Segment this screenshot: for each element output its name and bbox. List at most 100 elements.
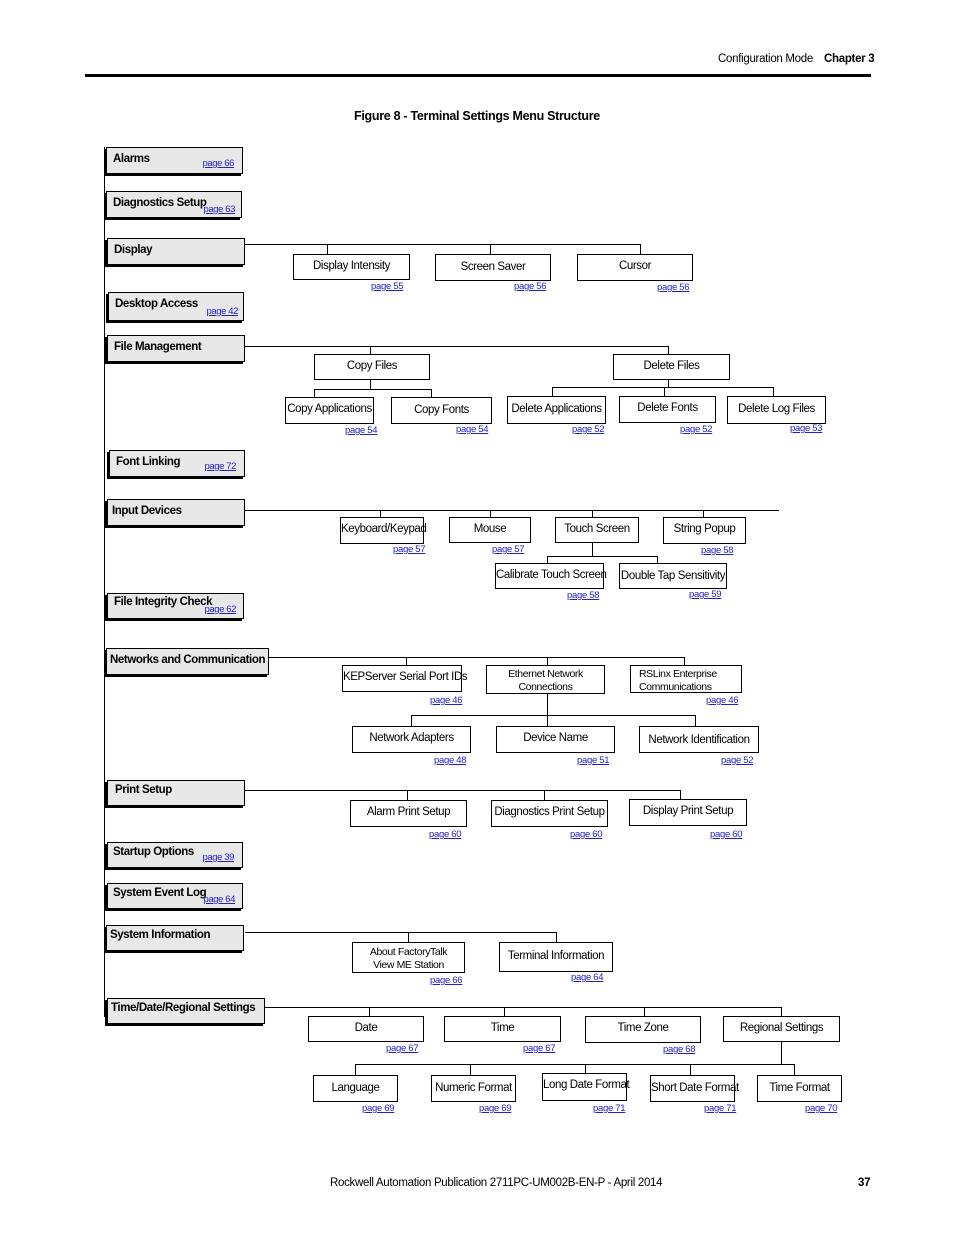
item-language[interactable]: Language <box>313 1075 398 1102</box>
item-label: Ethernet Network Connections <box>508 668 583 693</box>
page-link[interactable]: page 69 <box>479 1103 512 1114</box>
page-link[interactable]: page 60 <box>710 829 743 840</box>
menu-diagnostics-setup[interactable]: Diagnostics Setup page 63 <box>106 191 242 218</box>
item-delete-applications[interactable]: Delete Applications <box>507 396 606 424</box>
page-link[interactable]: page 39 <box>202 852 234 863</box>
item-touch-screen[interactable]: Touch Screen <box>555 517 639 543</box>
item-kepserver-serial-port-ids[interactable]: KEPServer Serial Port IDs <box>342 665 468 692</box>
item-calibrate-touch-screen[interactable]: Calibrate Touch Screen <box>495 563 607 589</box>
item-copy-fonts[interactable]: Copy Fonts <box>391 397 492 424</box>
page-link[interactable]: page 57 <box>393 544 426 555</box>
menu-system-event-log[interactable]: System Event Log page 64 <box>107 883 243 909</box>
menu-label: Alarms <box>113 153 150 165</box>
menu-system-information[interactable]: System Information <box>106 925 244 951</box>
item-mouse[interactable]: Mouse <box>449 517 531 543</box>
page-link[interactable]: page 56 <box>514 281 547 292</box>
item-date[interactable]: Date <box>308 1016 424 1042</box>
item-label: Touch Screen <box>564 523 630 535</box>
item-alarm-print-setup[interactable]: Alarm Print Setup <box>350 800 467 827</box>
item-about-factorytalk[interactable]: About FactoryTalk View ME Station <box>352 942 465 973</box>
item-delete-files[interactable]: Delete Files <box>613 354 730 380</box>
page-link[interactable]: page 69 <box>362 1103 395 1114</box>
menu-time-date-regional[interactable]: Time/Date/Regional Settings <box>107 998 265 1024</box>
menu-startup-options[interactable]: Startup Options page 39 <box>107 842 243 868</box>
item-regional-settings[interactable]: Regional Settings <box>723 1016 840 1042</box>
item-short-date-format[interactable]: Short Date Format <box>650 1075 739 1102</box>
header-section: Configuration Mode <box>718 53 813 65</box>
menu-file-integrity-check[interactable]: File Integrity Check page 62 <box>107 593 244 619</box>
menu-font-linking[interactable]: Font Linking page 72 <box>109 450 245 477</box>
page-link[interactable]: page 56 <box>657 282 690 293</box>
page-link[interactable]: page 42 <box>206 306 238 317</box>
item-network-identification[interactable]: Network Identification <box>639 726 759 753</box>
item-cursor[interactable]: Cursor <box>577 254 693 281</box>
item-keyboard-keypad[interactable]: Keyboard/Keypad <box>340 517 427 544</box>
page-link[interactable]: page 57 <box>492 544 525 555</box>
item-device-name[interactable]: Device Name <box>496 726 615 753</box>
page-link[interactable]: page 59 <box>689 589 722 600</box>
page-link[interactable]: page 67 <box>523 1043 556 1054</box>
page-link[interactable]: page 62 <box>204 604 236 615</box>
item-delete-log-files[interactable]: Delete Log Files <box>727 396 826 424</box>
page-link[interactable]: page 46 <box>706 695 739 706</box>
menu-display[interactable]: Display <box>107 238 245 265</box>
page-link[interactable]: page 46 <box>430 695 463 706</box>
item-string-popup[interactable]: String Popup <box>663 517 746 544</box>
item-rslinx-enterprise-communications[interactable]: RSLinx Enterprise Communications <box>630 665 742 693</box>
page-link[interactable]: page 71 <box>704 1103 737 1114</box>
page-link[interactable]: page 55 <box>371 281 404 292</box>
page-link[interactable]: page 66 <box>430 975 463 986</box>
item-time-format[interactable]: Time Format <box>757 1075 842 1102</box>
item-ethernet-network-connections[interactable]: Ethernet Network Connections <box>486 665 605 694</box>
page-link[interactable]: page 64 <box>203 894 235 905</box>
page-link[interactable]: page 58 <box>567 590 600 601</box>
page-link[interactable]: page 66 <box>202 158 234 169</box>
page-link[interactable]: page 63 <box>203 204 235 215</box>
menu-networks-communication[interactable]: Networks and Communication <box>106 648 269 675</box>
item-diagnostics-print-setup[interactable]: Diagnostics Print Setup <box>491 800 608 827</box>
page-link[interactable]: page 72 <box>204 461 236 472</box>
menu-label: Display <box>114 244 153 256</box>
page-link[interactable]: page 58 <box>701 545 734 556</box>
menu-print-setup[interactable]: Print Setup <box>107 780 245 806</box>
item-numeric-format[interactable]: Numeric Format <box>431 1075 516 1102</box>
page-link[interactable]: page 52 <box>680 424 713 435</box>
item-display-print-setup[interactable]: Display Print Setup <box>629 799 747 826</box>
page-link[interactable]: page 64 <box>571 972 604 983</box>
header-chapter: Chapter 3 <box>824 53 875 65</box>
page-link[interactable]: page 52 <box>572 424 605 435</box>
item-label: Time Format <box>769 1082 830 1094</box>
item-network-adapters[interactable]: Network Adapters <box>352 726 471 753</box>
item-screen-saver[interactable]: Screen Saver <box>435 254 551 281</box>
item-copy-applications[interactable]: Copy Applications <box>285 397 374 424</box>
page-link[interactable]: page 71 <box>593 1103 626 1114</box>
page-link[interactable]: page 67 <box>386 1043 419 1054</box>
menu-desktop-access[interactable]: Desktop Access page 42 <box>108 292 244 321</box>
menu-label: System Information <box>110 929 211 941</box>
item-label: Long Date Format <box>543 1079 630 1091</box>
page-link[interactable]: page 51 <box>577 755 610 766</box>
page-link[interactable]: page 60 <box>429 829 462 840</box>
page-link[interactable]: page 70 <box>805 1103 838 1114</box>
page-link[interactable]: page 53 <box>790 423 823 434</box>
page-link[interactable]: page 48 <box>434 755 467 766</box>
menu-alarms[interactable]: Alarms page 66 <box>106 147 243 174</box>
item-display-intensity[interactable]: Display Intensity <box>293 254 410 280</box>
item-label: Date <box>354 1022 378 1034</box>
item-time-zone[interactable]: Time Zone <box>585 1016 701 1043</box>
menu-input-devices[interactable]: Input Devices <box>107 499 245 526</box>
item-label: Mouse <box>473 523 507 535</box>
item-long-date-format[interactable]: Long Date Format <box>542 1073 630 1101</box>
item-double-tap-sensitivity[interactable]: Double Tap Sensitivity <box>619 563 727 589</box>
menu-file-management[interactable]: File Management <box>107 335 245 362</box>
item-delete-fonts[interactable]: Delete Fonts <box>619 396 716 423</box>
item-terminal-information[interactable]: Terminal Information <box>499 942 613 972</box>
page-link[interactable]: page 68 <box>663 1044 696 1055</box>
menu-label: Startup Options <box>113 846 194 858</box>
item-copy-files[interactable]: Copy Files <box>314 354 430 380</box>
page-link[interactable]: page 54 <box>345 425 378 436</box>
page-link[interactable]: page 54 <box>456 424 489 435</box>
page-link[interactable]: page 60 <box>570 829 603 840</box>
page-link[interactable]: page 52 <box>721 755 754 766</box>
item-time[interactable]: Time <box>444 1016 561 1042</box>
